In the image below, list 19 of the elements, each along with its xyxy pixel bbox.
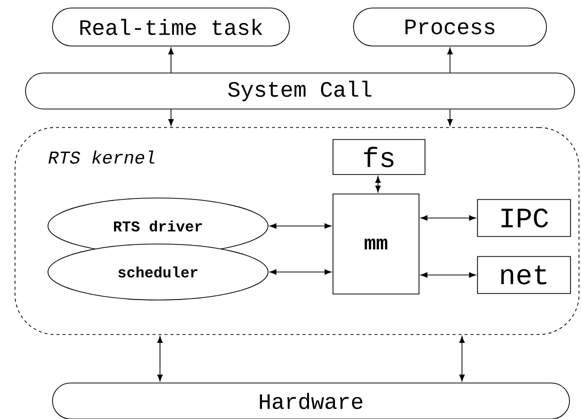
arrow (420, 272, 476, 278)
arrow (270, 269, 332, 275)
arrow (447, 48, 453, 73)
arrow (168, 109, 174, 126)
arrow (459, 336, 465, 382)
module-box: mm (332, 194, 420, 294)
module-box: IPC (477, 199, 571, 237)
module-box: fs (332, 139, 426, 175)
arrow (270, 223, 332, 229)
rounded-box: Process (353, 8, 547, 46)
rounded-box: System Call (25, 72, 575, 110)
arrow (375, 176, 381, 192)
arrow (447, 109, 453, 126)
arrow (157, 336, 163, 382)
rounded-box: Real-time task (52, 8, 290, 46)
arrow (420, 215, 476, 221)
module-box: net (477, 256, 571, 294)
arrow (168, 48, 174, 73)
rounded-box: Hardware (52, 382, 570, 419)
